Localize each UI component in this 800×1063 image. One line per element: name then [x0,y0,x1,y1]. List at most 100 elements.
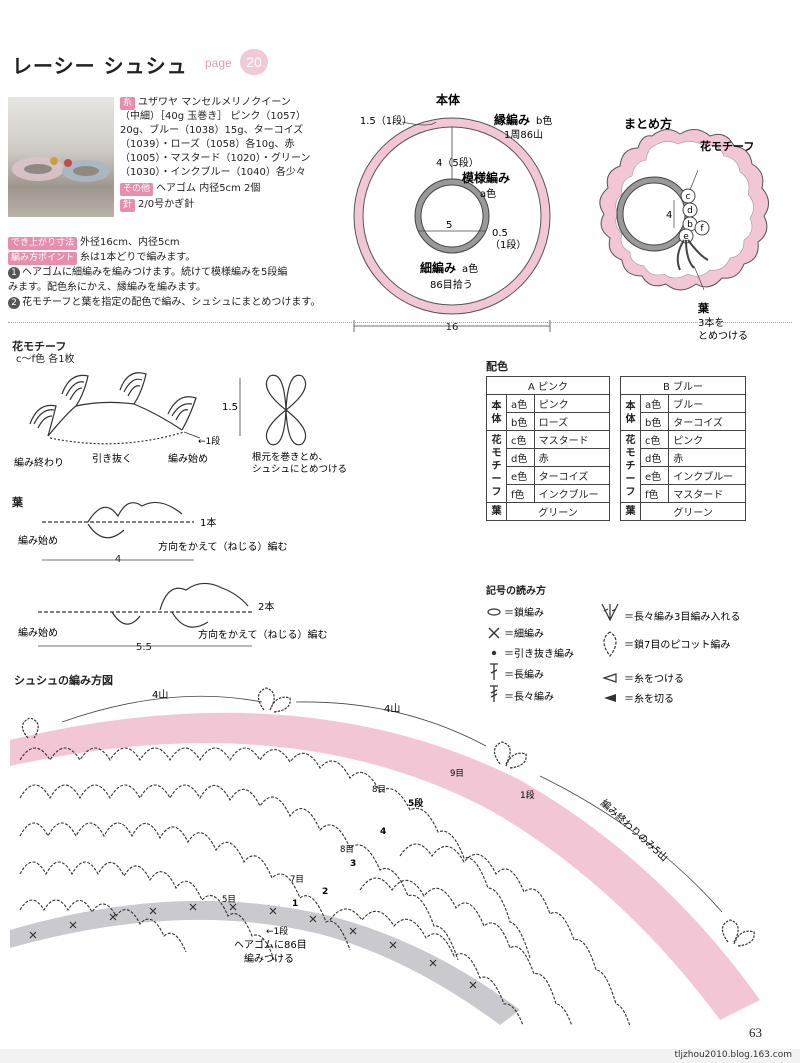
width-label: 16 [446,322,459,333]
leaf-dim-2: 5.5 [136,642,152,653]
leaf-lines [676,239,709,271]
petal-3 [119,372,147,405]
svg-text:＝糸をつける: ＝糸をつける [624,673,684,685]
spec-size: でき上がり寸法外径16cm、内径5cm [8,236,180,250]
sc-color: a色 [462,262,478,275]
leaf-start-1: 編み始め [18,534,58,547]
flower-shape-icon [265,374,307,446]
svg-text:＝長々編み3目編み入れる: ＝長々編み3目編み入れる [624,610,740,623]
petal-2 [61,374,89,407]
section-divider [8,322,792,323]
edge-count: 1周86山 [504,129,543,141]
svg-text:d: d [687,206,693,216]
assembly-dim: 4 [666,210,672,221]
footer-url: tljzhou2010.blog.163.com [674,1050,793,1060]
leaf-start-2: 編み始め [18,626,58,639]
leaf-count-1: 1本 [200,516,216,529]
leaf-count-2: 2本 [258,600,274,613]
yarn-tag: 糸 [120,97,136,110]
edge-color: b色 [536,114,552,127]
flower-dim: 1.5 [222,402,238,413]
edge-label: 縁編み [494,112,530,127]
assembly-diagram: まとめ方 花モチーフ 4 c d b e f 葉 3本を とめつける [599,116,769,342]
materials-yarn-line-5: （1005）・マスタード（1020）・グリーン [120,153,311,164]
color-table-b-header: B ブルー [620,376,746,395]
pattern-color: a色 [480,187,496,200]
svg-text:＝鎖7目のピコット編み: ＝鎖7目のピコット編み [624,638,730,651]
materials-yarn-line-6: （1030）・インクブルー（1040）各少々 [120,167,306,178]
picot-icon [603,631,617,658]
flower-motif-chart: 編み終わり 引き抜く 編み始め ←1段 1.5 根元を巻きとめ、 シュシュにとめ… [14,372,347,475]
span-left-bracket [61,695,263,723]
page-ref-word: page [205,56,232,70]
leaf1-twist [87,523,125,539]
flower-f [694,220,710,236]
row-2-label: 2 [322,887,328,897]
cut-yarn-icon [604,694,616,702]
color-a-side-leaf: 葉 [486,502,507,521]
other-tag: その他 [120,183,154,196]
treble-crochet-icon [490,685,498,702]
petal-1 [29,404,57,437]
inner-dim: 5 [446,220,452,231]
petal-4 [167,396,197,431]
point-tag: 編み方ポイント [8,252,78,265]
single-crochet-icon [488,627,500,639]
flower-row-label: ←1段 [198,435,220,447]
color-a-side-body: 本体 [486,394,507,431]
size-tag: でき上がり寸法 [8,237,78,250]
leaf-dim-1: 4 [115,554,121,565]
span-left-label: 4山 [152,689,168,701]
row-4-label: 4 [380,827,386,837]
hair-tie-band [10,900,520,1025]
sc-count: 86目拾う [430,278,473,291]
photo-scrunchie-illustration [12,157,110,182]
assembly-title: まとめ方 [624,116,672,131]
leaf-note-2: とめつける [698,330,748,342]
stitch-9-label: 9目 [450,769,464,779]
row1-edge-label: 1段 [520,789,535,801]
materials-yarn-line-2: （中細）［40g 玉巻き］ ピンク（1057） [120,111,306,122]
double-crochet-icon [490,663,498,680]
leaf2-twist [171,611,209,628]
leaf-turn-2: 方向をかえて（ねじる）編む [198,628,328,641]
footer-bar: tljzhou2010.blog.163.com [0,1049,800,1063]
color-b-side-body: 本体 [620,394,641,431]
page-number: 63 [749,1025,762,1040]
svg-text:＝細編み: ＝細編み [504,627,544,640]
flower-pull-label: 引き抜く [92,452,132,465]
row-1-label: 1 [292,899,298,909]
join-yarn-icon [602,673,617,683]
step-2-number: 2 [8,297,20,309]
main-stitch-chart: 4山 4山 編み終わりのみ5山 1段 5段 4 3 2 1 9目 8目 8目 7… [10,687,760,1025]
inner-row-2: （1段） [490,238,526,251]
flower-label: 花モチーフ [700,139,754,153]
chain-stitch-icon [487,608,501,616]
pattern-rows: 4（5段） [436,156,479,169]
flower-start-label: 編み始め [168,452,208,465]
flower-pull-line [49,431,185,445]
flower-motif-subtitle: c〜f色 各1枚 [16,354,75,365]
body-title: 本体 [436,92,461,107]
step-1-number: 1 [8,267,20,279]
stitch-8a-label: 8目 [372,785,386,795]
leaf-label: 葉 [697,301,710,315]
body-hair-tie-ring [415,179,489,253]
leaf2-row [111,582,249,625]
symbols-title: 記号の読み方 [486,586,546,597]
color-b-side-leaf: 葉 [620,502,641,521]
edge-band [10,712,760,1020]
color-table-a-header: A ピンク [486,376,610,395]
svg-text:＝長々編み: ＝長々編み [504,690,554,703]
treble-3-in-one-icon [601,603,619,622]
chart-title: シュシュの編み方図 [14,674,113,687]
symbols-legend: ＝鎖編み ＝細編み ＝引き抜き編み ＝長編み ＝長々編み ＝長々編み3目編み入れ… [487,603,740,704]
svg-text:＝鎖編み: ＝鎖編み [504,606,544,619]
svg-text:＝糸を切る: ＝糸を切る [624,693,674,704]
page-ref-badge: 20 [240,49,268,75]
spec-point: 編み方ポイント糸は1本どりで編みます。 [8,251,195,265]
sc-label: 細編み [420,260,456,275]
flower-note-2: シュシュにとめつける [252,464,347,475]
